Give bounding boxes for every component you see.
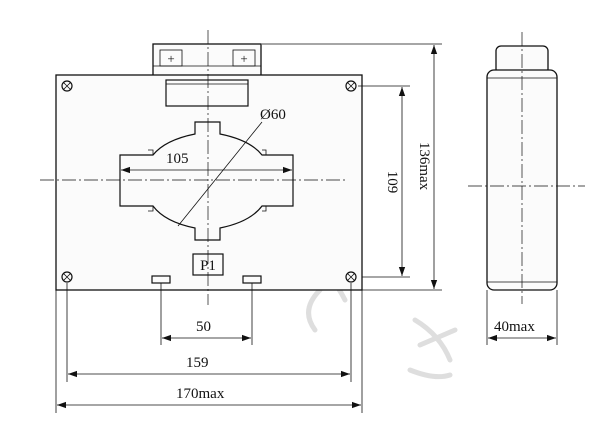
diameter-label: Ø60 (260, 107, 286, 123)
terminal-spacing-label: 50 (196, 319, 211, 335)
diameter-leader (177, 121, 263, 227)
terminal-block (152, 43, 262, 77)
window-height-label: 109 (384, 171, 400, 194)
terminal-right (232, 49, 256, 67)
terminal-left (159, 49, 183, 67)
p1-box (192, 253, 224, 276)
side-body (486, 69, 558, 291)
side-view: 40max (468, 32, 585, 345)
mounting-spacing-label: 159 (186, 355, 209, 371)
window-width-label: 105 (166, 151, 189, 167)
terminal-plus-right: + (240, 51, 247, 66)
terminal-label: P1 (200, 258, 216, 274)
corner-screws (61, 80, 357, 283)
front-dimensions: 50 159 170max 109 136max (55, 43, 442, 413)
front-view: + + Ø60 105 P1 (40, 30, 363, 305)
label-plate (165, 79, 249, 107)
terminal-plus-left: + (167, 51, 174, 66)
window-opening (119, 121, 294, 241)
side-depth-label: 40max (494, 319, 535, 335)
overall-height-label: 136max (416, 142, 432, 191)
overall-width-label: 170max (176, 386, 225, 402)
